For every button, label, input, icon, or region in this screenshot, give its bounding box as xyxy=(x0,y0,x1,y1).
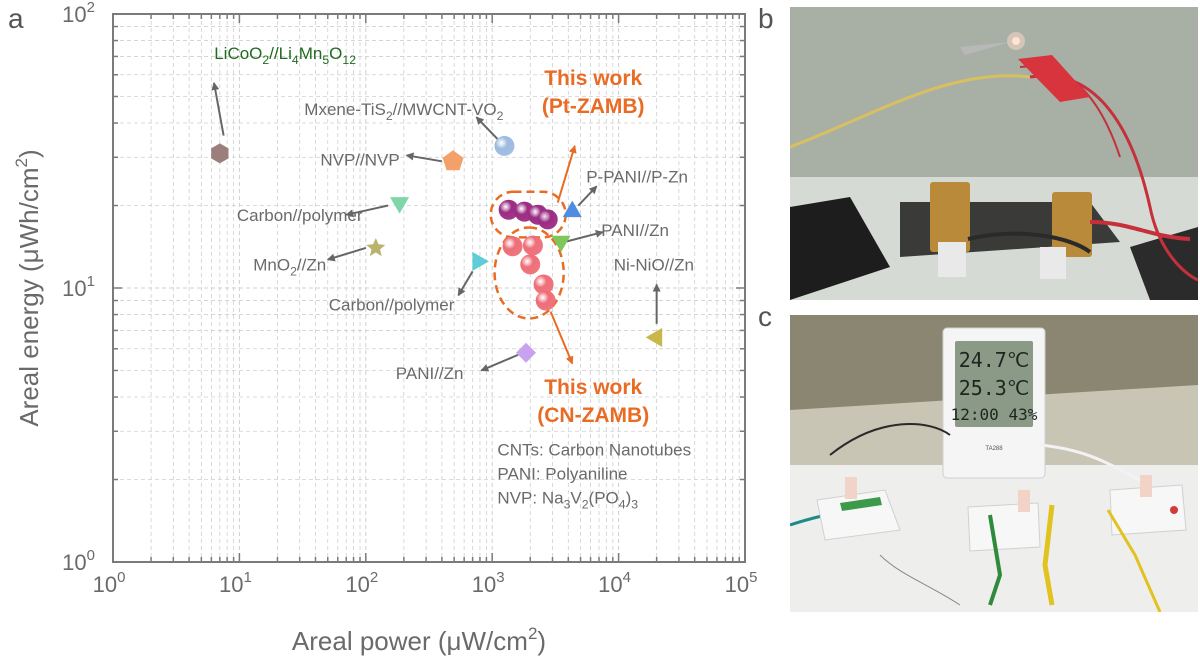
x-tick-label: 105 xyxy=(725,569,758,597)
panel-label-a: a xyxy=(8,3,24,34)
point-mxene xyxy=(494,135,515,156)
lbl-ppani: P-PANI//P-Zn xyxy=(586,168,688,187)
cn-zamb-line-0: This work xyxy=(544,376,642,399)
y-tick-label: 102 xyxy=(62,0,95,27)
point-pt1 xyxy=(498,199,519,220)
lbl-nvp: NVP//NVP xyxy=(320,150,399,169)
point-licoo2 xyxy=(211,143,229,164)
lbl-licoo2-arrow xyxy=(211,82,225,136)
x-tick-label: 100 xyxy=(93,569,126,597)
lbl-pani2: PANI//Zn xyxy=(396,364,464,383)
lbl-carbon1-arrow xyxy=(345,204,389,218)
data-points xyxy=(211,135,663,363)
pt-zamb-line-0: This work xyxy=(544,67,642,90)
x-tick-label: 104 xyxy=(598,569,631,597)
thermo-line-3: 12:00 43% xyxy=(951,405,1038,424)
chart-grid xyxy=(112,14,745,563)
point-cn3 xyxy=(520,254,541,275)
point-mno2 xyxy=(366,238,386,257)
lbl-pani2-arrow xyxy=(480,353,519,372)
thermo-model: TA288 xyxy=(985,446,1003,452)
thermo-line-1: 24.7℃ xyxy=(959,348,1030,372)
note-nvp: NVP: Na3V2(PO4)3 xyxy=(497,488,638,511)
point-cn4 xyxy=(533,274,554,295)
lbl-carbon2: Carbon//polymer xyxy=(329,296,455,315)
cn-zamb-line-1: (CN-ZAMB) xyxy=(537,404,649,427)
lbl-pani1: PANI//Zn xyxy=(601,221,669,240)
panel-label-b: b xyxy=(758,3,774,34)
photo-thermometer-demo: 24.7℃ 25.3℃ 12:00 43% TA288 xyxy=(790,315,1198,612)
region-cn-zamb xyxy=(493,226,565,320)
lbl-pani1-arrow xyxy=(566,229,604,243)
y-axis-title: Areal energy (μWh/cm2) xyxy=(12,149,44,426)
point-ppani xyxy=(562,200,582,218)
lbl-licoo2: LiCoO2//Li4Mn5O12 xyxy=(214,44,356,67)
pt-zamb-arrow xyxy=(556,144,577,203)
lbl-mxene: Mxene-TiS2//MWCNT-VO2 xyxy=(304,100,503,123)
y-tick-label: 101 xyxy=(62,273,95,301)
point-cn2 xyxy=(522,235,543,256)
point-carbon2 xyxy=(472,251,489,271)
point-cn1 xyxy=(502,236,523,257)
lbl-ninio: Ni-NiO//Zn xyxy=(614,255,694,274)
point-pani1 xyxy=(551,235,571,253)
note-pani: PANI: Polyaniline xyxy=(497,464,627,483)
y-tick-label: 100 xyxy=(62,547,95,575)
point-cn5 xyxy=(535,290,556,311)
lbl-mxene-arrow xyxy=(475,116,499,140)
lbl-ppani-arrow xyxy=(577,185,598,207)
lbl-nvp-arrow xyxy=(405,152,443,163)
point-pani2 xyxy=(516,342,536,363)
photo-led-demo xyxy=(790,7,1198,300)
cn-zamb-arrow xyxy=(549,311,574,365)
point-pt4 xyxy=(537,209,558,230)
lbl-mno2-arrow xyxy=(326,247,367,262)
panel-letters: b c xyxy=(758,3,774,332)
point-carbon1 xyxy=(390,197,410,214)
pt-zamb-line-1: (Pt-ZAMB) xyxy=(542,95,645,118)
x-tick-label: 103 xyxy=(472,569,505,597)
point-ninio xyxy=(645,327,663,347)
lbl-mno2: MnO2//Zn xyxy=(253,255,326,278)
lbl-carbon1: Carbon//polymer xyxy=(237,206,363,225)
point-nvp xyxy=(442,150,464,171)
note-cnt: CNTs: Carbon Nanotubes xyxy=(497,440,691,459)
thermo-line-2: 25.3℃ xyxy=(959,376,1030,400)
point-labels: LiCoO2//Li4Mn5O12Mxene-TiS2//MWCNT-VO2NV… xyxy=(214,44,694,511)
x-tick-label: 101 xyxy=(219,569,252,597)
panel-label-c: c xyxy=(758,301,772,332)
x-tick-label: 102 xyxy=(345,569,378,597)
x-axis-title: Areal power (μW/cm2) xyxy=(292,624,546,656)
annotation-arrows xyxy=(211,82,661,372)
lbl-carbon2-arrow xyxy=(457,270,474,297)
